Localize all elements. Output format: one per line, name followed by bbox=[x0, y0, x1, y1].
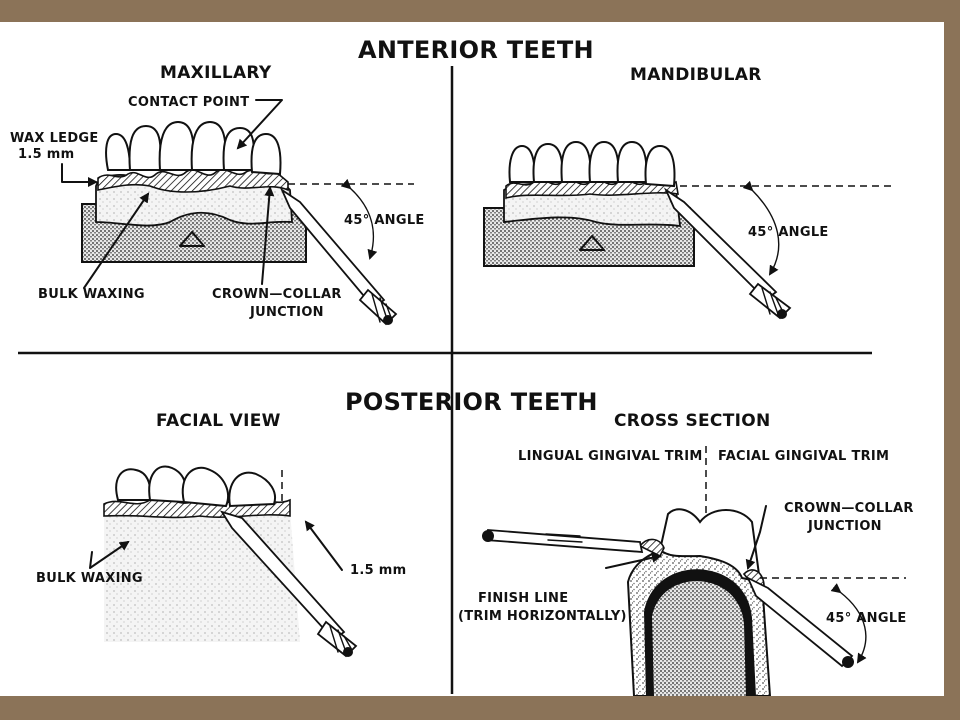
facial-view-molars bbox=[115, 465, 276, 508]
facial-view-bulk-waxing-label: BULK WAXING bbox=[36, 571, 143, 586]
facial-view-title: FACIAL VIEW bbox=[156, 411, 281, 431]
maxillary-bulk-waxing-label: BULK WAXING bbox=[38, 287, 145, 302]
contact-point-label: CONTACT POINT bbox=[128, 95, 249, 110]
maxillary-wax-carver-icon bbox=[279, 187, 398, 326]
cross-section-angle-label: 45° ANGLE bbox=[826, 611, 907, 626]
mandibular-title: MANDIBULAR bbox=[630, 65, 762, 85]
maxillary-wax-ledge bbox=[97, 168, 289, 193]
finish-line-note-label: (TRIM HORIZONTALLY) bbox=[458, 609, 627, 624]
facial-gingival-trim-label: FACIAL GINGIVAL TRIM bbox=[718, 449, 889, 464]
maxillary-angle-label: 45° ANGLE bbox=[344, 213, 425, 228]
finish-line-label: FINISH LINE bbox=[478, 591, 568, 606]
cross-section-crown-collar-junction-label: JUNCTION bbox=[807, 519, 882, 534]
mandibular-angle-label: 45° ANGLE bbox=[748, 225, 829, 240]
mandibular-wax-carver-icon bbox=[663, 187, 792, 320]
maxillary-title: MAXILLARY bbox=[160, 63, 272, 83]
facial-view-panel: FACIAL VIEW BULK WAXING 1.5 mm bbox=[36, 411, 406, 658]
crown-collar-label: CROWN—COLLAR bbox=[212, 287, 342, 302]
cross-section-crown-collar-label: CROWN—COLLAR bbox=[784, 501, 914, 516]
mandibular-teeth bbox=[508, 140, 676, 188]
lingual-gingival-trim-label: LINGUAL GINGIVAL TRIM bbox=[518, 449, 703, 464]
mandibular-panel: MANDIBULAR 45° ANGLE bbox=[483, 65, 894, 320]
posterior-teeth-title: POSTERIOR TEETH bbox=[345, 388, 598, 416]
maxillary-teeth bbox=[105, 120, 282, 176]
facial-view-measurement-label: 1.5 mm bbox=[350, 563, 406, 578]
anterior-teeth-title: ANTERIOR TEETH bbox=[358, 36, 594, 64]
illustration-sheet: ANTERIOR TEETH POSTERIOR TEETH MAXILLARY… bbox=[0, 22, 944, 696]
cross-section-title: CROSS SECTION bbox=[614, 411, 771, 431]
wax-ledge-size-label: 1.5 mm bbox=[18, 147, 74, 162]
maxillary-panel: MAXILLARY CONTACT POINT WAX LEDGE 1.5 mm… bbox=[10, 63, 425, 326]
lingual-wax-carver-icon bbox=[482, 529, 644, 553]
facial-view-wax-carver-icon bbox=[219, 510, 358, 658]
crown-collar-junction-label: JUNCTION bbox=[249, 305, 324, 320]
waxing-diagram: ANTERIOR TEETH POSTERIOR TEETH MAXILLARY… bbox=[10, 36, 914, 696]
cross-section-panel: CROSS SECTION LINGUAL GINGIVAL TRIM FACI… bbox=[458, 411, 914, 696]
cross-section-lingual-wax bbox=[638, 538, 665, 558]
wax-ledge-label: WAX LEDGE bbox=[10, 131, 99, 146]
cross-section-crown bbox=[658, 508, 762, 584]
